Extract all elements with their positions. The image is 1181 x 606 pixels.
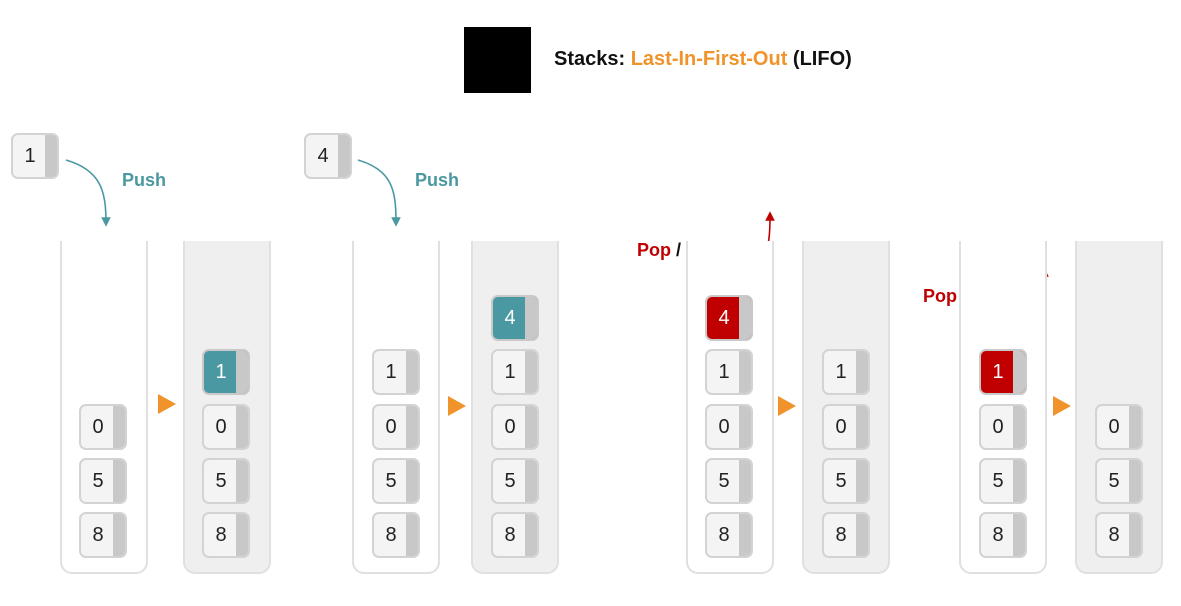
push-arrow-1 [65, 159, 111, 227]
stack-item: 1 [372, 349, 420, 395]
box-value: 0 [1108, 416, 1120, 438]
box-value: 5 [835, 470, 847, 492]
title-prefix: Stacks: [554, 48, 631, 70]
push-label: Push [415, 170, 460, 190]
stack-item: 0 [79, 404, 127, 450]
box-value: 0 [92, 416, 104, 438]
stack-item: 0 [979, 404, 1027, 450]
stack-item: 5 [979, 458, 1027, 504]
box-value: 5 [92, 470, 104, 492]
pushed-item: 1 [202, 349, 250, 395]
box-value: 0 [385, 416, 397, 438]
box-value: 1 [504, 361, 516, 383]
transition-arrow [1053, 396, 1071, 416]
pushed-item: 4 [491, 295, 539, 341]
box-value: 1 [718, 361, 730, 383]
stack-item: 1 [491, 349, 539, 395]
box-value: 8 [385, 524, 397, 546]
popped-item: 1 [979, 349, 1027, 395]
box-value: 4 [718, 307, 730, 329]
box-value: 8 [504, 524, 516, 546]
box-value: 4 [504, 307, 516, 329]
title-highlight: Last-In-First-Out [630, 48, 788, 70]
pop-word: Pop [923, 286, 957, 306]
box-value: 5 [504, 470, 516, 492]
title-suffix: (LIFO) [787, 48, 852, 70]
box-value: 1 [992, 361, 1004, 383]
box-value: 1 [24, 145, 36, 167]
box-value: 8 [1108, 524, 1120, 546]
stack-item: 8 [372, 512, 420, 558]
stack-item: 8 [491, 512, 539, 558]
stack-item: 5 [705, 458, 753, 504]
logo-text [468, 39, 528, 58]
box-value: 5 [718, 470, 730, 492]
stack-item: 8 [822, 512, 870, 558]
stack-item: 8 [79, 512, 127, 558]
stack-item: 1 [822, 349, 870, 395]
transition-arrow [158, 394, 176, 414]
box-value: 8 [92, 524, 104, 546]
box-value: 8 [992, 524, 1004, 546]
box-value: 5 [1108, 470, 1120, 492]
box-value: 1 [385, 361, 397, 383]
stack-item: 5 [1095, 458, 1143, 504]
stack-item: 0 [822, 404, 870, 450]
logo [464, 27, 531, 93]
box-value: 0 [992, 416, 1004, 438]
stack-item: 0 [1095, 404, 1143, 450]
stack-item: 5 [822, 458, 870, 504]
box-value: 1 [835, 361, 847, 383]
box-value: 8 [835, 524, 847, 546]
box-value: 8 [215, 524, 227, 546]
stack-item: 8 [202, 512, 250, 558]
popped-item: 4 [705, 295, 753, 341]
box-value: 0 [504, 416, 516, 438]
box-value: 0 [835, 416, 847, 438]
push-label: Push [122, 170, 167, 190]
pop-word: Pop [637, 240, 671, 260]
box-value: 0 [215, 416, 227, 438]
transition-arrow [778, 396, 796, 416]
stack-item: 5 [372, 458, 420, 504]
box-value: 5 [992, 470, 1004, 492]
box-value: 5 [215, 470, 227, 492]
stack-item: 8 [979, 512, 1027, 558]
stack-item: 5 [79, 458, 127, 504]
stack-item: 1 [705, 349, 753, 395]
box-value: 0 [718, 416, 730, 438]
stack-item: 0 [202, 404, 250, 450]
transition-arrow [448, 396, 466, 416]
box-value: 4 [317, 145, 329, 167]
page-title: Stacks: Last-In-First-Out (LIFO) [554, 48, 852, 71]
stack-item: 0 [372, 404, 420, 450]
box-value: 8 [718, 524, 730, 546]
push-arrow-2 [357, 159, 401, 227]
box-value: 1 [215, 361, 227, 383]
push-input-box: 4 [304, 133, 352, 179]
stack-item: 0 [491, 404, 539, 450]
stack-item: 8 [1095, 512, 1143, 558]
stack-item: 8 [705, 512, 753, 558]
stack-item: 0 [705, 404, 753, 450]
push-input-box: 1 [11, 133, 59, 179]
stack-item: 5 [491, 458, 539, 504]
box-value: 5 [385, 470, 397, 492]
stack-item: 5 [202, 458, 250, 504]
